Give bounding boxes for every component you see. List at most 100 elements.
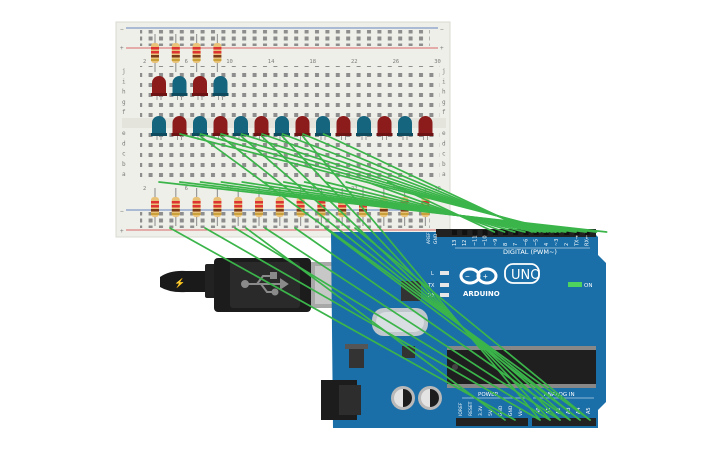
row-letter: h (442, 89, 446, 96)
digital-pin-label: 4 (544, 243, 550, 246)
jumper-wire[interactable] (169, 227, 516, 421)
digital-pin-label: 8 (503, 243, 509, 246)
power-pin-label: GND (508, 405, 514, 416)
red-led[interactable] (151, 76, 167, 100)
jumper-wire[interactable] (262, 181, 557, 233)
jumper-wire[interactable] (260, 135, 561, 421)
jumper-wire[interactable] (322, 133, 533, 233)
digital-pin[interactable] (523, 230, 529, 235)
jumper-wire[interactable] (324, 227, 581, 421)
digital-pin[interactable] (472, 230, 478, 235)
rail-plus-top-right: + (440, 45, 444, 52)
digital-pin[interactable] (574, 230, 580, 235)
resistor[interactable] (171, 197, 180, 217)
on-led (568, 282, 582, 287)
row-letter: d (442, 140, 446, 147)
row-letter: h (122, 89, 126, 96)
blue-led[interactable] (356, 116, 372, 140)
red-led[interactable] (417, 116, 434, 140)
power-label: POWER (478, 392, 499, 398)
power-pin-label: IOREF (458, 402, 464, 416)
resistor[interactable] (213, 43, 222, 63)
jumper-wire[interactable] (294, 227, 571, 421)
blue-led[interactable] (212, 76, 229, 100)
digital-pin-label: ~10 (483, 235, 489, 246)
digital-pin[interactable] (543, 230, 549, 235)
resistor[interactable] (234, 197, 243, 217)
red-led[interactable] (192, 76, 208, 100)
blue-led[interactable] (397, 116, 413, 140)
red-led[interactable] (335, 116, 352, 140)
column-number: 30 (434, 59, 441, 65)
resistor[interactable] (213, 197, 222, 217)
rail-minus-top: − (120, 26, 124, 33)
row-letter: a (442, 171, 446, 178)
jumper-wire[interactable] (234, 227, 551, 421)
digital-pin-label: ~9 (493, 239, 499, 246)
resistor[interactable] (171, 43, 180, 63)
jumper-wire[interactable] (366, 181, 506, 233)
gnd-label: GND (433, 233, 439, 244)
column-number: 10 (226, 59, 233, 65)
power-pin-label: 5V (488, 409, 494, 416)
row-letter: e (442, 130, 446, 137)
row-letter: j (122, 68, 126, 75)
digital-pin[interactable] (513, 230, 519, 235)
jumper-wire[interactable] (245, 227, 506, 421)
jumper-wires[interactable] (158, 133, 608, 421)
resistor[interactable] (151, 43, 159, 63)
row-letter: b (122, 161, 126, 168)
jumper-wire[interactable] (240, 135, 571, 421)
row-letter: e (122, 130, 126, 137)
resistor[interactable] (255, 197, 263, 217)
jumper-wire[interactable] (303, 181, 537, 233)
jumper-wire[interactable] (219, 135, 581, 421)
jumper-wire[interactable] (199, 135, 591, 421)
resistor[interactable] (192, 197, 201, 217)
power-pin-label: 3.3V (478, 405, 484, 416)
digital-pin-label: ~5 (534, 239, 540, 246)
tx-label: TX (427, 283, 435, 289)
blue-led[interactable] (171, 76, 188, 100)
jumper-wire[interactable] (354, 227, 591, 421)
digital-pin-label: 2 (564, 243, 570, 246)
digital-pin[interactable] (482, 230, 488, 235)
digital-pin[interactable] (564, 230, 570, 235)
jumper-wire[interactable] (324, 181, 526, 233)
jumper-wire[interactable] (301, 135, 541, 421)
column-number: 6 (185, 59, 188, 65)
power-pin-label: RESET (468, 401, 474, 416)
digital-pin-label: 12 (462, 240, 468, 246)
digital-pin[interactable] (492, 230, 498, 235)
resistor[interactable] (192, 43, 201, 63)
top-resistors (151, 34, 222, 72)
row-letter: i (122, 78, 126, 85)
digital-pin[interactable] (462, 230, 468, 235)
resistor[interactable] (151, 197, 159, 217)
usb-icon (241, 272, 289, 296)
resistor[interactable] (275, 197, 284, 217)
on-label: ON (584, 283, 592, 289)
digital-pin[interactable] (503, 230, 508, 235)
column-number: 18 (309, 59, 316, 65)
jumper-wire[interactable] (204, 227, 541, 421)
l-label: L (431, 271, 434, 277)
row-letter: a (122, 171, 126, 178)
blue-led[interactable] (151, 116, 167, 140)
row-letter: c (122, 151, 126, 158)
digital-pin[interactable] (584, 230, 590, 235)
digital-pin-label: 7 (513, 243, 519, 246)
jumper-wire[interactable] (264, 227, 561, 421)
red-led[interactable] (376, 116, 393, 140)
power-pin-label: GND (498, 405, 504, 416)
column-number: 30 (434, 186, 441, 192)
digital-pin-label: ~11 (472, 235, 478, 246)
row-letter: b (442, 161, 446, 168)
jumper-wire[interactable] (282, 181, 547, 233)
aref-label: AREF (426, 232, 432, 244)
digital-pin[interactable] (452, 230, 457, 235)
jumper-wire[interactable] (345, 181, 516, 233)
arduino-brand: ARDUINO (463, 290, 500, 298)
power-pin-label: Vin (518, 409, 524, 416)
